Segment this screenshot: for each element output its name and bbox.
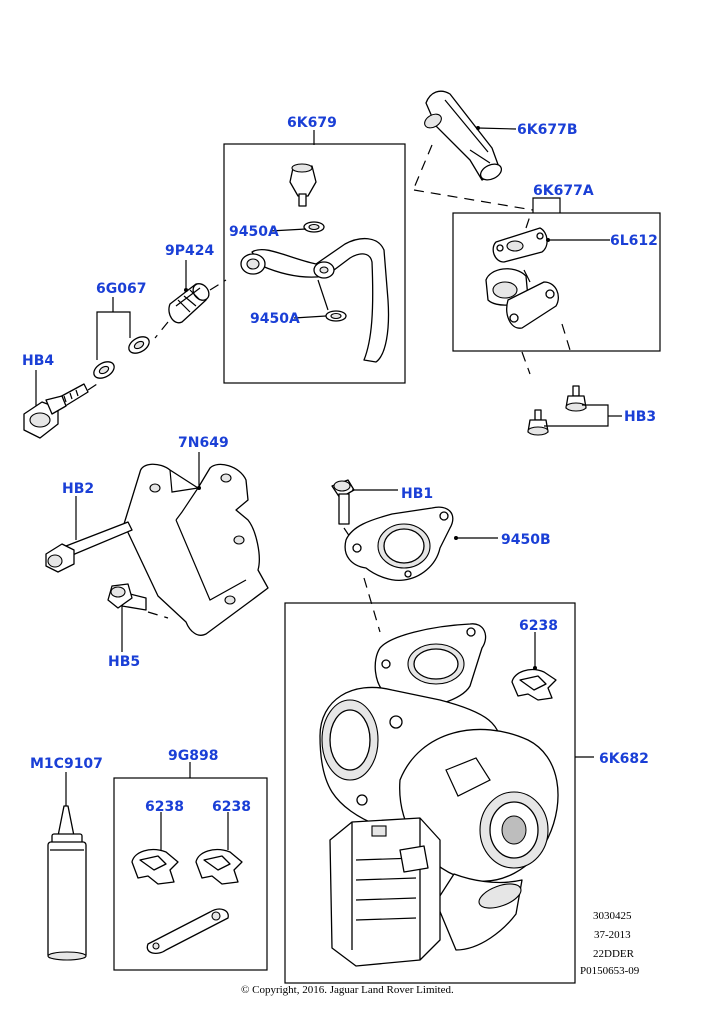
leader-6K677B [477,127,517,130]
label-6G067: 6G067 [96,281,146,297]
label-6238-left: 6238 [145,799,184,815]
copyright-notice: © Copyright, 2016. Jaguar Land Rover Lim… [241,984,454,996]
label-6238-right: 6238 [212,799,251,815]
label-HB4: HB4 [22,353,54,369]
reference-line-1: 3030425 [593,910,632,922]
label-9450A-top: 9450A [229,224,279,240]
label-M1C9107: M1C9107 [30,756,103,772]
guide-9 [147,611,169,619]
label-9450A-bottom: 9450A [250,311,300,327]
guide-5 [87,381,101,391]
guide-8 [561,323,571,351]
clip-6238-main [511,668,557,701]
label-6K677A: 6K677A [533,183,594,199]
label-HB3: HB3 [624,409,656,425]
guide-10 [343,527,353,541]
label-9450B: 9450B [501,532,551,548]
pipe-6K677B [424,90,503,181]
leader-6G067 [96,311,131,360]
leader-6K677A [532,197,561,213]
oil-pipe-6K679 [240,163,390,363]
kit-9G898-clips [131,848,243,955]
flange-6K677A [485,227,559,329]
sealant-tube-M1C9107 [47,805,87,961]
label-6238-main: 6238 [519,618,558,634]
bolt-HB4 [23,383,89,439]
label-6K677B: 6K677B [517,122,577,138]
box-6K677A [452,212,661,352]
guide-1 [413,144,433,189]
guide-7 [521,351,531,375]
leader-9450A-top [269,228,307,232]
gasket-9450B [344,506,454,582]
guide-3 [209,279,227,291]
guide-11 [363,577,381,633]
label-7N649: 7N649 [178,435,229,451]
label-6K679: 6K679 [287,115,337,131]
turbocharger-6K682 [319,623,559,967]
bracket-7N649 [123,463,269,636]
bolt-HB2 [45,521,133,573]
bolt-HB1 [331,479,355,525]
label-6L612: 6L612 [610,233,658,249]
reference-line-3: 22DDER [593,948,635,960]
washers-6G067 [93,336,150,379]
bolt-HB5 [107,583,147,611]
filter-9P424 [168,283,210,324]
label-9P424: 9P424 [165,243,214,259]
guide-2 [413,189,534,211]
label-HB2: HB2 [62,481,94,497]
guide-4 [154,321,169,339]
reference-line-4: P0150653-09 [580,965,640,977]
leader-9450A-bottom [293,315,327,319]
guide-6 [525,215,531,229]
label-9G898: 9G898 [168,748,218,764]
label-HB5: HB5 [108,654,140,670]
reference-line-2: 37-2013 [594,929,631,941]
bolts-HB3 [527,385,587,436]
box-6K682 [284,602,576,984]
label-6K682: 6K682 [599,751,649,767]
label-HB1: HB1 [401,486,433,502]
